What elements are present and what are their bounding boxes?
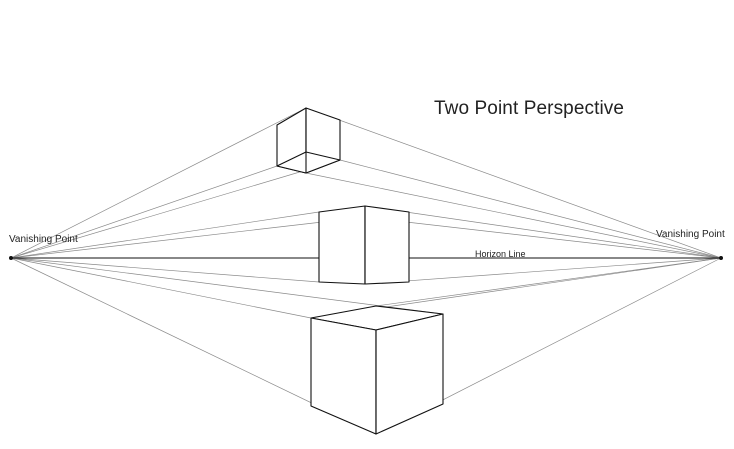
construction-line: [364, 205, 722, 259]
construction-line: [339, 159, 722, 259]
construction-line: [10, 165, 278, 259]
cube-face-right: [375, 313, 444, 435]
cube-below-horizon: [310, 305, 444, 435]
diagram-title: Two Point Perspective: [434, 98, 625, 119]
construction-line: [10, 257, 444, 315]
cube-face-right: [364, 205, 410, 285]
construction-line: [10, 257, 320, 283]
construction-line: [305, 172, 722, 259]
construction-line: [364, 257, 722, 285]
left-vanishing-point-label: Vanishing Point: [9, 234, 78, 245]
construction-line: [10, 159, 341, 259]
cube-above-horizon: [276, 107, 341, 174]
cube-face-bottom: [276, 151, 341, 174]
construction-line: [10, 257, 312, 319]
construction-line: [305, 107, 722, 259]
right-vanishing-point-label: Vanishing Point: [656, 229, 725, 240]
construction-line: [10, 107, 307, 259]
right-vanishing-point-dot: [719, 256, 723, 260]
cube-on-horizon: [318, 205, 410, 285]
horizon-line-label: Horizon Line: [475, 249, 526, 259]
construction-line: [10, 211, 320, 259]
cube-face-left: [310, 317, 377, 435]
left-vanishing-point-dot: [9, 256, 13, 260]
construction-line: [375, 257, 722, 307]
cube-face-left: [318, 205, 366, 285]
